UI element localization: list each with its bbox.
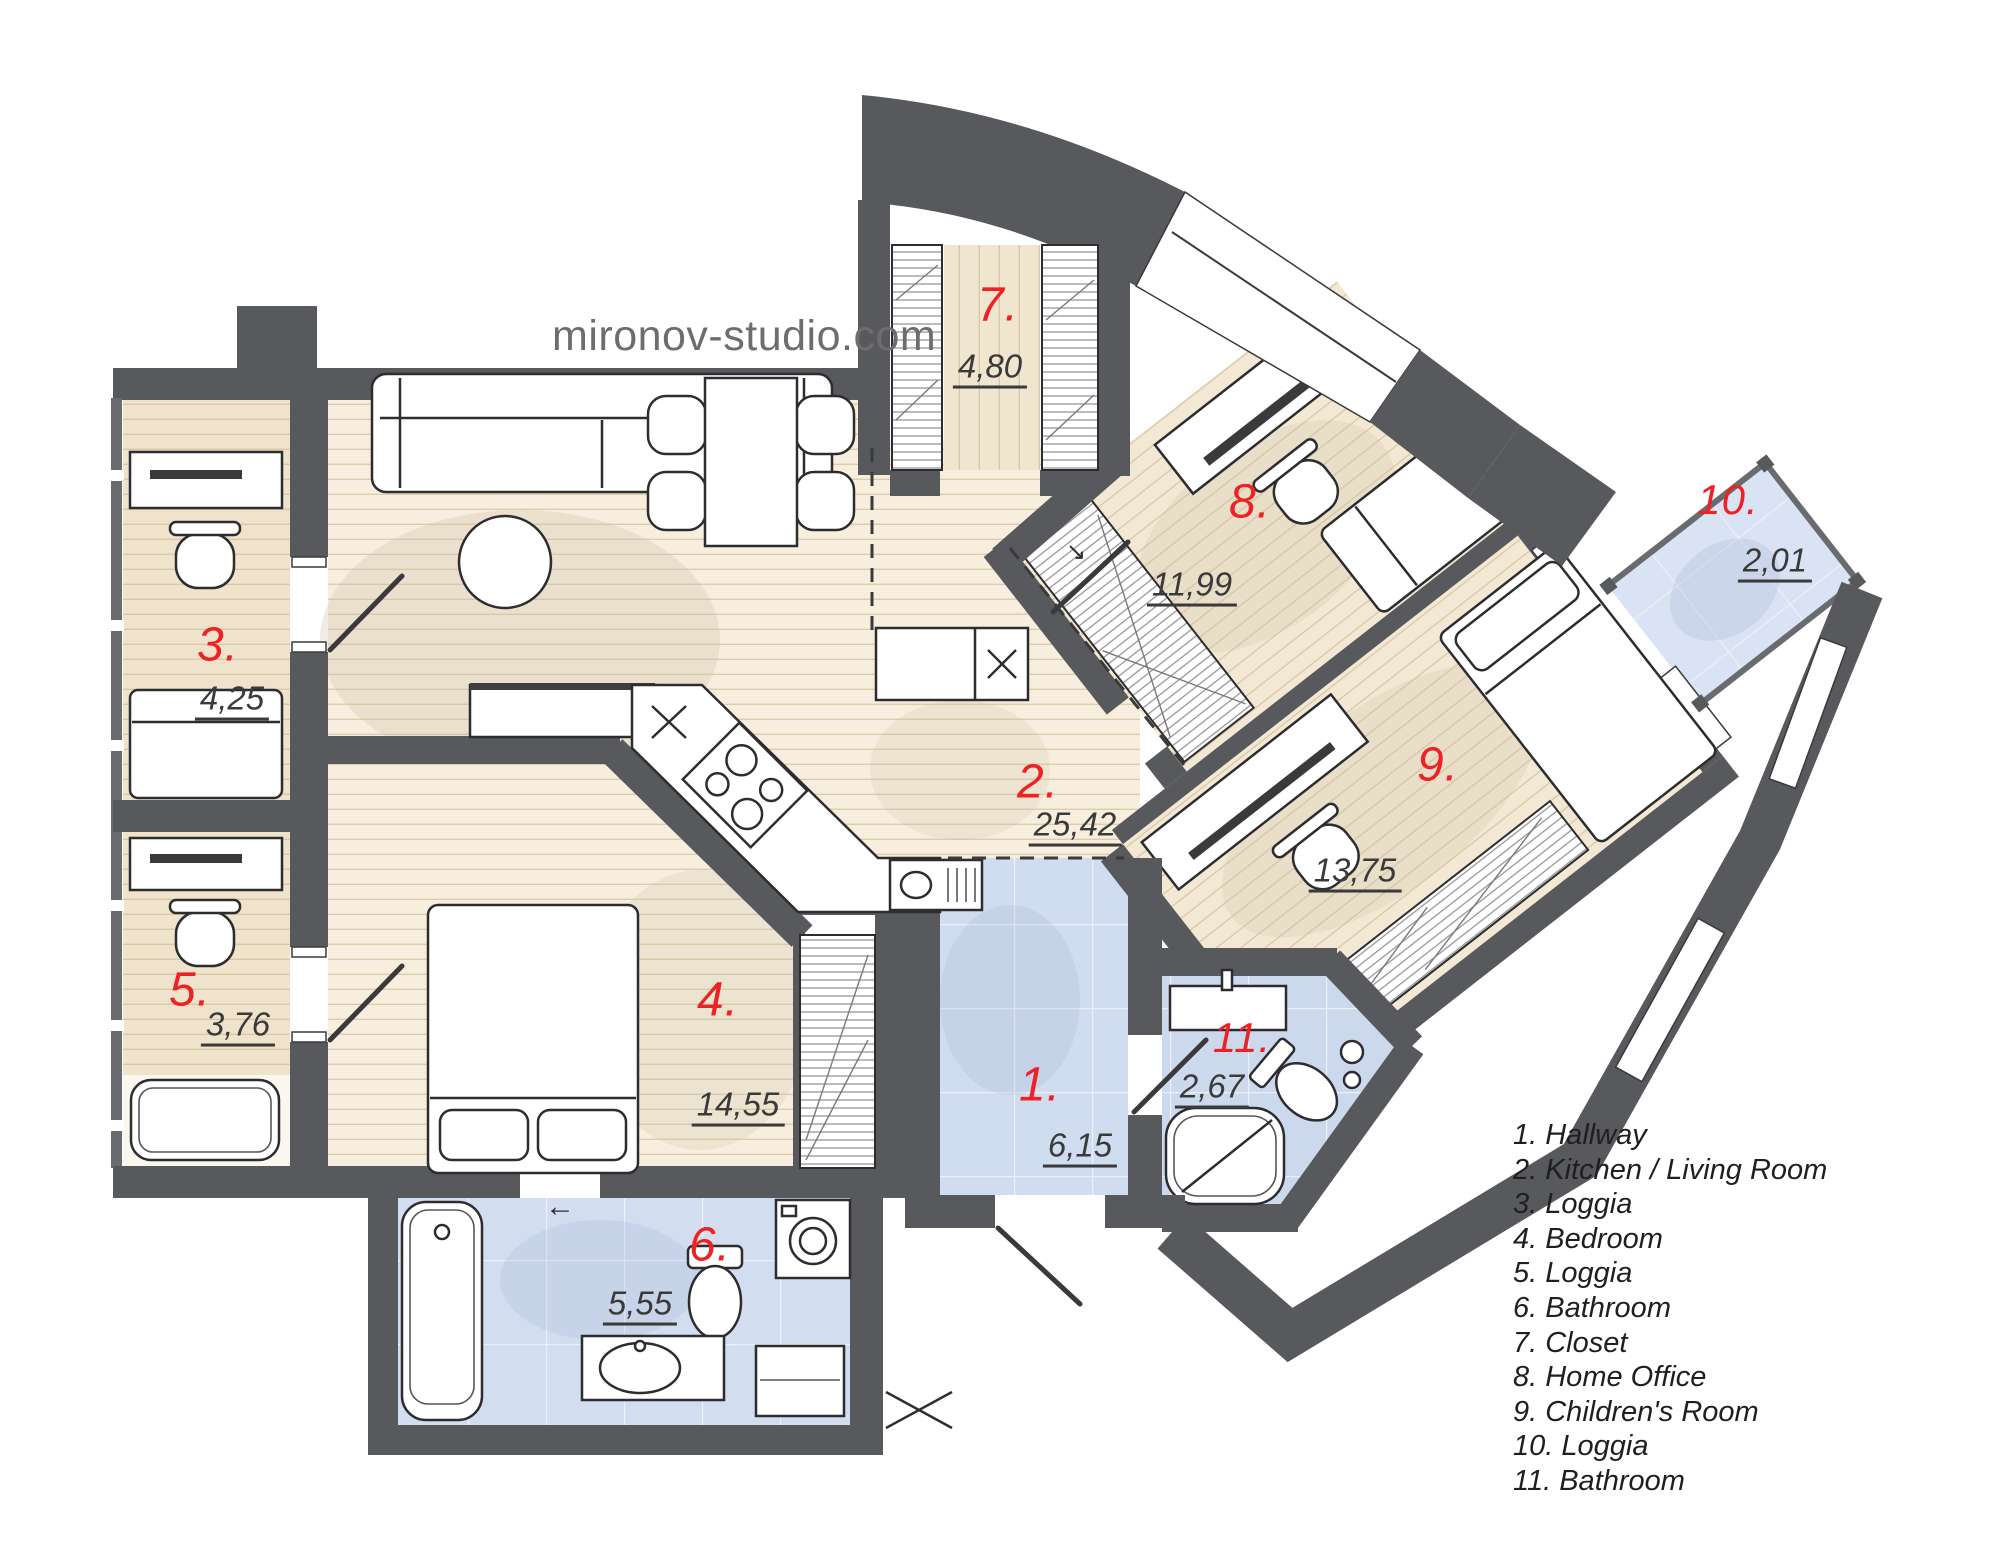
room-4-area: 14,55 bbox=[691, 1086, 785, 1127]
watermark: mironov-studio.com bbox=[552, 312, 937, 360]
bathroom-11-toilet bbox=[1248, 1037, 1339, 1122]
room-6-number: 6. bbox=[688, 1218, 732, 1272]
kitchen-sink bbox=[888, 858, 984, 912]
doors bbox=[327, 539, 1209, 1307]
bathroom-11-sink bbox=[1168, 968, 1288, 1032]
hallway-floor bbox=[940, 858, 1128, 1195]
room-1-number: 1. bbox=[1018, 1058, 1062, 1112]
closet-entry-arrow: ↘ bbox=[1065, 538, 1087, 566]
legend-item-10: 10. Loggia bbox=[1513, 1430, 1649, 1463]
loggia-10-floor bbox=[1607, 462, 1858, 705]
legend-item-1: 1. Hallway bbox=[1513, 1119, 1647, 1151]
bathroom-11-shower bbox=[1164, 1106, 1286, 1206]
loggia-3-chair bbox=[168, 520, 242, 590]
room-4-number: 4. bbox=[696, 973, 740, 1027]
loggia-5-desk bbox=[128, 836, 284, 892]
room-3-area: 4,25 bbox=[194, 680, 270, 721]
room-11-area: 2,67 bbox=[1174, 1068, 1250, 1109]
children-chair bbox=[1271, 802, 1360, 891]
closet-floor bbox=[944, 245, 1040, 470]
room-8-area: 11,99 bbox=[1146, 566, 1238, 607]
room-6-area: 5,55 bbox=[602, 1285, 678, 1326]
room-2-number: 2. bbox=[1016, 755, 1060, 809]
room-1-area: 6,15 bbox=[1042, 1127, 1118, 1168]
room-7-area: 4,80 bbox=[952, 348, 1028, 389]
loggia-10-glazing bbox=[1599, 454, 1867, 713]
legend-item-4: 4. Bedroom bbox=[1513, 1222, 1663, 1255]
facade bbox=[862, 95, 1883, 1363]
office-children-wall bbox=[1111, 505, 1539, 845]
loggia-3-desk bbox=[128, 450, 284, 510]
washing-machine bbox=[774, 1198, 852, 1280]
office-west-wall-2 bbox=[1144, 746, 1187, 789]
legend-item-2: 2. Kitchen / Living Room bbox=[1513, 1153, 1828, 1186]
room-8-number: 8. bbox=[1228, 475, 1272, 529]
cooktop bbox=[681, 721, 809, 849]
legend-item-11: 11. Bathroom bbox=[1513, 1464, 1685, 1497]
room-10-area: 2,01 bbox=[1737, 542, 1813, 583]
office-west-wall bbox=[983, 539, 1129, 715]
loggia-5-bench bbox=[129, 1078, 281, 1162]
bathroom-11 bbox=[1162, 948, 1424, 1232]
legend-item-5: 5. Loggia bbox=[1513, 1257, 1633, 1290]
children-bed bbox=[1439, 545, 1717, 843]
room-2-area: 25,42 bbox=[1028, 806, 1122, 847]
loggia-5-chair bbox=[168, 898, 242, 968]
room-11-number: 11. bbox=[1212, 1014, 1272, 1061]
office-chair bbox=[1252, 438, 1340, 525]
room-7-number: 7. bbox=[976, 278, 1020, 332]
legend-item-7: 7. Closet bbox=[1513, 1326, 1628, 1359]
children-desk bbox=[1139, 692, 1370, 892]
entry-door-leaf bbox=[995, 1225, 1083, 1307]
sink-6 bbox=[580, 1334, 726, 1402]
bath-cabinet bbox=[754, 1344, 846, 1418]
bedroom-wardrobe bbox=[799, 934, 876, 1169]
loggia-3-daybed bbox=[128, 688, 284, 800]
dining-set bbox=[646, 376, 856, 548]
room-5-area: 3,76 bbox=[200, 1006, 276, 1047]
coffee-table bbox=[457, 514, 553, 610]
legend-item-8: 8. Home Office bbox=[1513, 1361, 1707, 1394]
kitchen-counter bbox=[468, 683, 984, 914]
room-3-number: 3. bbox=[196, 618, 240, 672]
toilet-6 bbox=[686, 1244, 744, 1340]
legend-item-9: 9. Children's Room bbox=[1513, 1395, 1759, 1428]
bathroom-11-heater bbox=[1339, 1039, 1365, 1090]
legend-item-3: 3. Loggia bbox=[1513, 1188, 1633, 1221]
counter-x-mark bbox=[651, 705, 687, 739]
room-10-number: 10. bbox=[1697, 476, 1759, 523]
children-sw-wall bbox=[1307, 756, 1739, 1102]
closet-wardrobes bbox=[891, 244, 1099, 471]
bedroom-door-arrow: ← bbox=[545, 1190, 575, 1223]
dining-table bbox=[703, 376, 799, 548]
room-9-area: 13,75 bbox=[1308, 852, 1402, 893]
kitchen-island bbox=[874, 626, 1030, 702]
room-5-number: 5. bbox=[168, 963, 212, 1017]
bathtub bbox=[400, 1200, 484, 1422]
legend: 1. Hallway 2. Kitchen / Living Room 3. L… bbox=[1513, 1118, 1827, 1499]
vestibule-door-x bbox=[885, 1390, 953, 1430]
bed bbox=[426, 903, 640, 1175]
room-9-number: 9. bbox=[1416, 738, 1460, 792]
zone-dividers bbox=[870, 448, 1190, 860]
legend-item-6: 6. Bathroom bbox=[1513, 1291, 1671, 1324]
